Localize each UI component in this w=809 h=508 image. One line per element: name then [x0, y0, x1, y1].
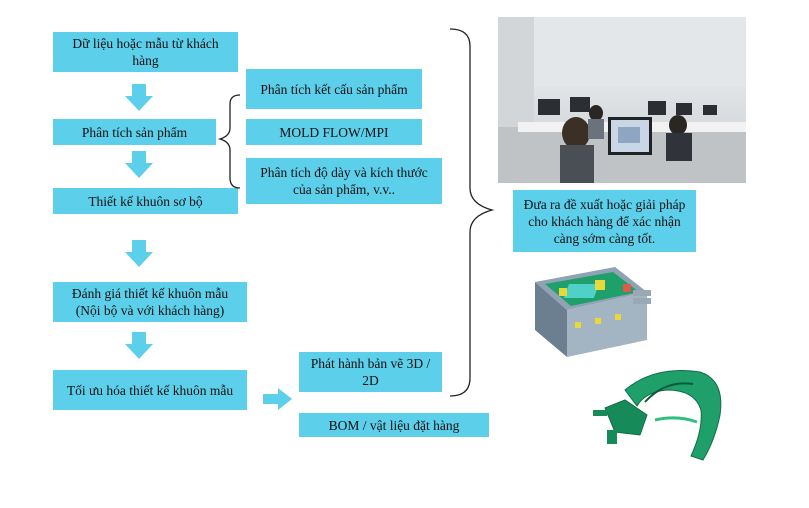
- step-customer-data-label: Dữ liệu hoặc mẫu từ khách hàng: [72, 36, 219, 68]
- step-design-review-label: Đánh giá thiết kế khuôn mẫu (Nội bộ và v…: [71, 286, 229, 318]
- analysis-thickness-label: Phân tích độ dày và kích thước của sản p…: [260, 165, 428, 197]
- step-customer-data: Dữ liệu hoặc mẫu từ khách hàng: [53, 32, 238, 72]
- step-design-optimization-label: Tối ưu hóa thiết kế khuôn mẫu: [66, 382, 234, 398]
- mold-3d-render: [535, 267, 651, 357]
- analysis-structure-label: Phân tích kết cấu sản phẩm: [260, 81, 408, 97]
- bom-order: BOM / vật liệu đặt hàng: [299, 413, 489, 437]
- analysis-brace: [217, 94, 241, 189]
- analysis-moldflow: MOLD FLOW/MPI: [246, 119, 422, 145]
- down-arrow-4: [125, 332, 153, 359]
- proposal-box: Đưa ra đề xuất hoặc giải pháp cho khách …: [513, 190, 696, 252]
- bom-order-label: BOM / vật liệu đặt hàng: [328, 417, 460, 433]
- step-product-analysis: Phân tích sản phẩm: [53, 119, 216, 145]
- proposal-label: Đưa ra đề xuất hoặc giải pháp cho khách …: [523, 196, 686, 246]
- down-arrow-1: [125, 84, 153, 111]
- proposal-brace: [449, 28, 495, 397]
- step-design-review: Đánh giá thiết kế khuôn mẫu (Nội bộ và v…: [53, 282, 247, 322]
- right-arrow: [263, 388, 292, 410]
- office-photo-drawing: [498, 17, 746, 183]
- analysis-thickness: Phân tích độ dày và kích thước của sản p…: [246, 158, 442, 204]
- step-product-analysis-label: Phân tích sản phẩm: [81, 124, 188, 140]
- step-preliminary-design: Thiết kế khuôn sơ bộ: [53, 188, 238, 214]
- green-part-render: [593, 369, 722, 461]
- office-photo: [498, 17, 746, 183]
- analysis-structure: Phân tích kết cấu sản phẩm: [246, 69, 422, 109]
- step-design-optimization: Tối ưu hóa thiết kế khuôn mẫu: [53, 370, 247, 410]
- release-drawings: Phát hành bản vẽ 3D / 2D: [299, 352, 442, 392]
- release-drawings-label: Phát hành bản vẽ 3D / 2D: [310, 356, 431, 388]
- step-preliminary-design-label: Thiết kế khuôn sơ bộ: [88, 193, 203, 209]
- analysis-moldflow-label: MOLD FLOW/MPI: [279, 124, 389, 140]
- down-arrow-3: [125, 240, 153, 267]
- down-arrow-2: [125, 151, 153, 178]
